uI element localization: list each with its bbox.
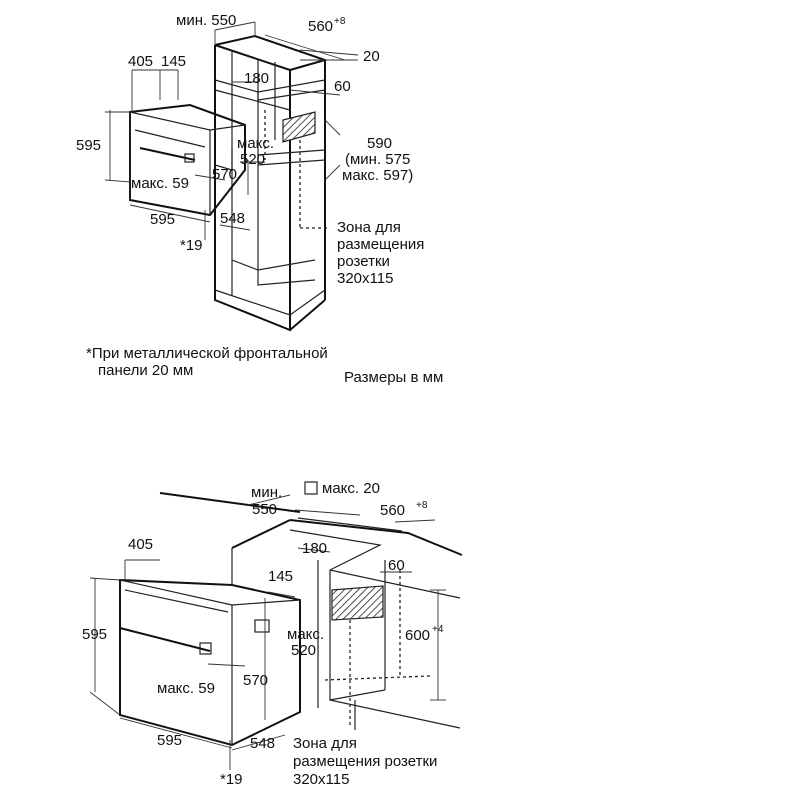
- top-dim-145: 145: [161, 53, 186, 70]
- under-counter-installation: мин. 550 макс. 20 560 +8 405 180 145 60 …: [82, 480, 463, 788]
- socket-zone-hatch: [282, 111, 316, 143]
- footnote-line2: панели 20 мм: [98, 362, 193, 379]
- bottom-zone-line3: 320x115: [293, 771, 349, 788]
- bottom-dim-min550-value: 550: [252, 501, 277, 518]
- bottom-dim-570: 570: [243, 672, 268, 689]
- under-counter-oven-drawing: [119, 578, 301, 747]
- bottom-dim-60: 60: [388, 557, 405, 574]
- top-dim-60: 60: [334, 78, 351, 95]
- bottom-dimension-lines: [89, 494, 446, 770]
- top-dimension-lines: [104, 21, 359, 240]
- bottom-dim-19: *19: [220, 771, 243, 788]
- top-dim-560: 560: [308, 18, 333, 35]
- top-dim-max59: макс. 59: [131, 175, 189, 192]
- top-dim-180: 180: [244, 70, 269, 87]
- bottom-zone-line2: размещения розетки: [293, 753, 437, 770]
- bottom-dim-595-width: 595: [157, 732, 182, 749]
- top-dim-max520-label: макс.: [237, 135, 274, 152]
- top-dim-595-height: 595: [76, 137, 101, 154]
- bottom-dim-max520-label: макс.: [287, 626, 324, 643]
- bottom-dim-max20: макс. 20: [322, 480, 380, 497]
- top-dim-570: 570: [212, 166, 237, 183]
- top-dim-548: 548: [220, 210, 245, 227]
- oven-drawing: [129, 103, 246, 217]
- bottom-dim-600-tolerance: +4: [432, 624, 444, 635]
- max20-marker-icon: [304, 481, 318, 495]
- top-dim-20: 20: [363, 48, 380, 65]
- tall-cabinet-drawing: [214, 34, 330, 332]
- bottom-dim-595-height: 595: [82, 626, 107, 643]
- bottom-zone-line1: Зона для: [293, 735, 357, 752]
- bottom-dim-min550-label: мин.: [251, 484, 282, 501]
- bottom-dim-max59: макс. 59: [157, 680, 215, 697]
- top-zone-line1: Зона для: [337, 219, 401, 236]
- bottom-dim-180: 180: [302, 540, 327, 557]
- top-zone-line3: розетки: [337, 253, 390, 270]
- bottom-dim-405: 405: [128, 536, 153, 553]
- bottom-dim-548: 548: [250, 735, 275, 752]
- bottom-dim-600: 600: [405, 627, 430, 644]
- bottom-dim-560: 560: [380, 502, 405, 519]
- bottom-dim-145: 145: [268, 568, 293, 585]
- top-zone-line4: 320x115: [337, 270, 393, 287]
- top-dim-min550: мин. 550: [176, 12, 236, 29]
- top-dim-560-tolerance: +8: [334, 16, 346, 27]
- under-counter-cabinet-drawing: [159, 492, 463, 730]
- tall-cabinet-installation: мин. 550 560 +8 20 405 145 180 60 595 ма…: [76, 12, 443, 386]
- top-dim-19: *19: [180, 237, 203, 254]
- top-dim-590: 590: [367, 135, 392, 152]
- bottom-dim-max520-value: 520: [291, 642, 316, 659]
- footnote-line1: *При металлической фронтальной: [86, 345, 328, 362]
- socket-zone-hatch: [331, 585, 384, 621]
- top-dim-590-max: макс. 597): [342, 167, 413, 184]
- top-dim-590-min: (мин. 575: [345, 151, 410, 168]
- bottom-dim-560-tolerance: +8: [416, 500, 428, 511]
- top-dim-405: 405: [128, 53, 153, 70]
- top-dim-595-width: 595: [150, 211, 175, 228]
- top-dim-max520-value: 520: [240, 151, 265, 168]
- top-zone-line2: размещения: [337, 236, 424, 253]
- units-note: Размеры в мм: [344, 369, 443, 386]
